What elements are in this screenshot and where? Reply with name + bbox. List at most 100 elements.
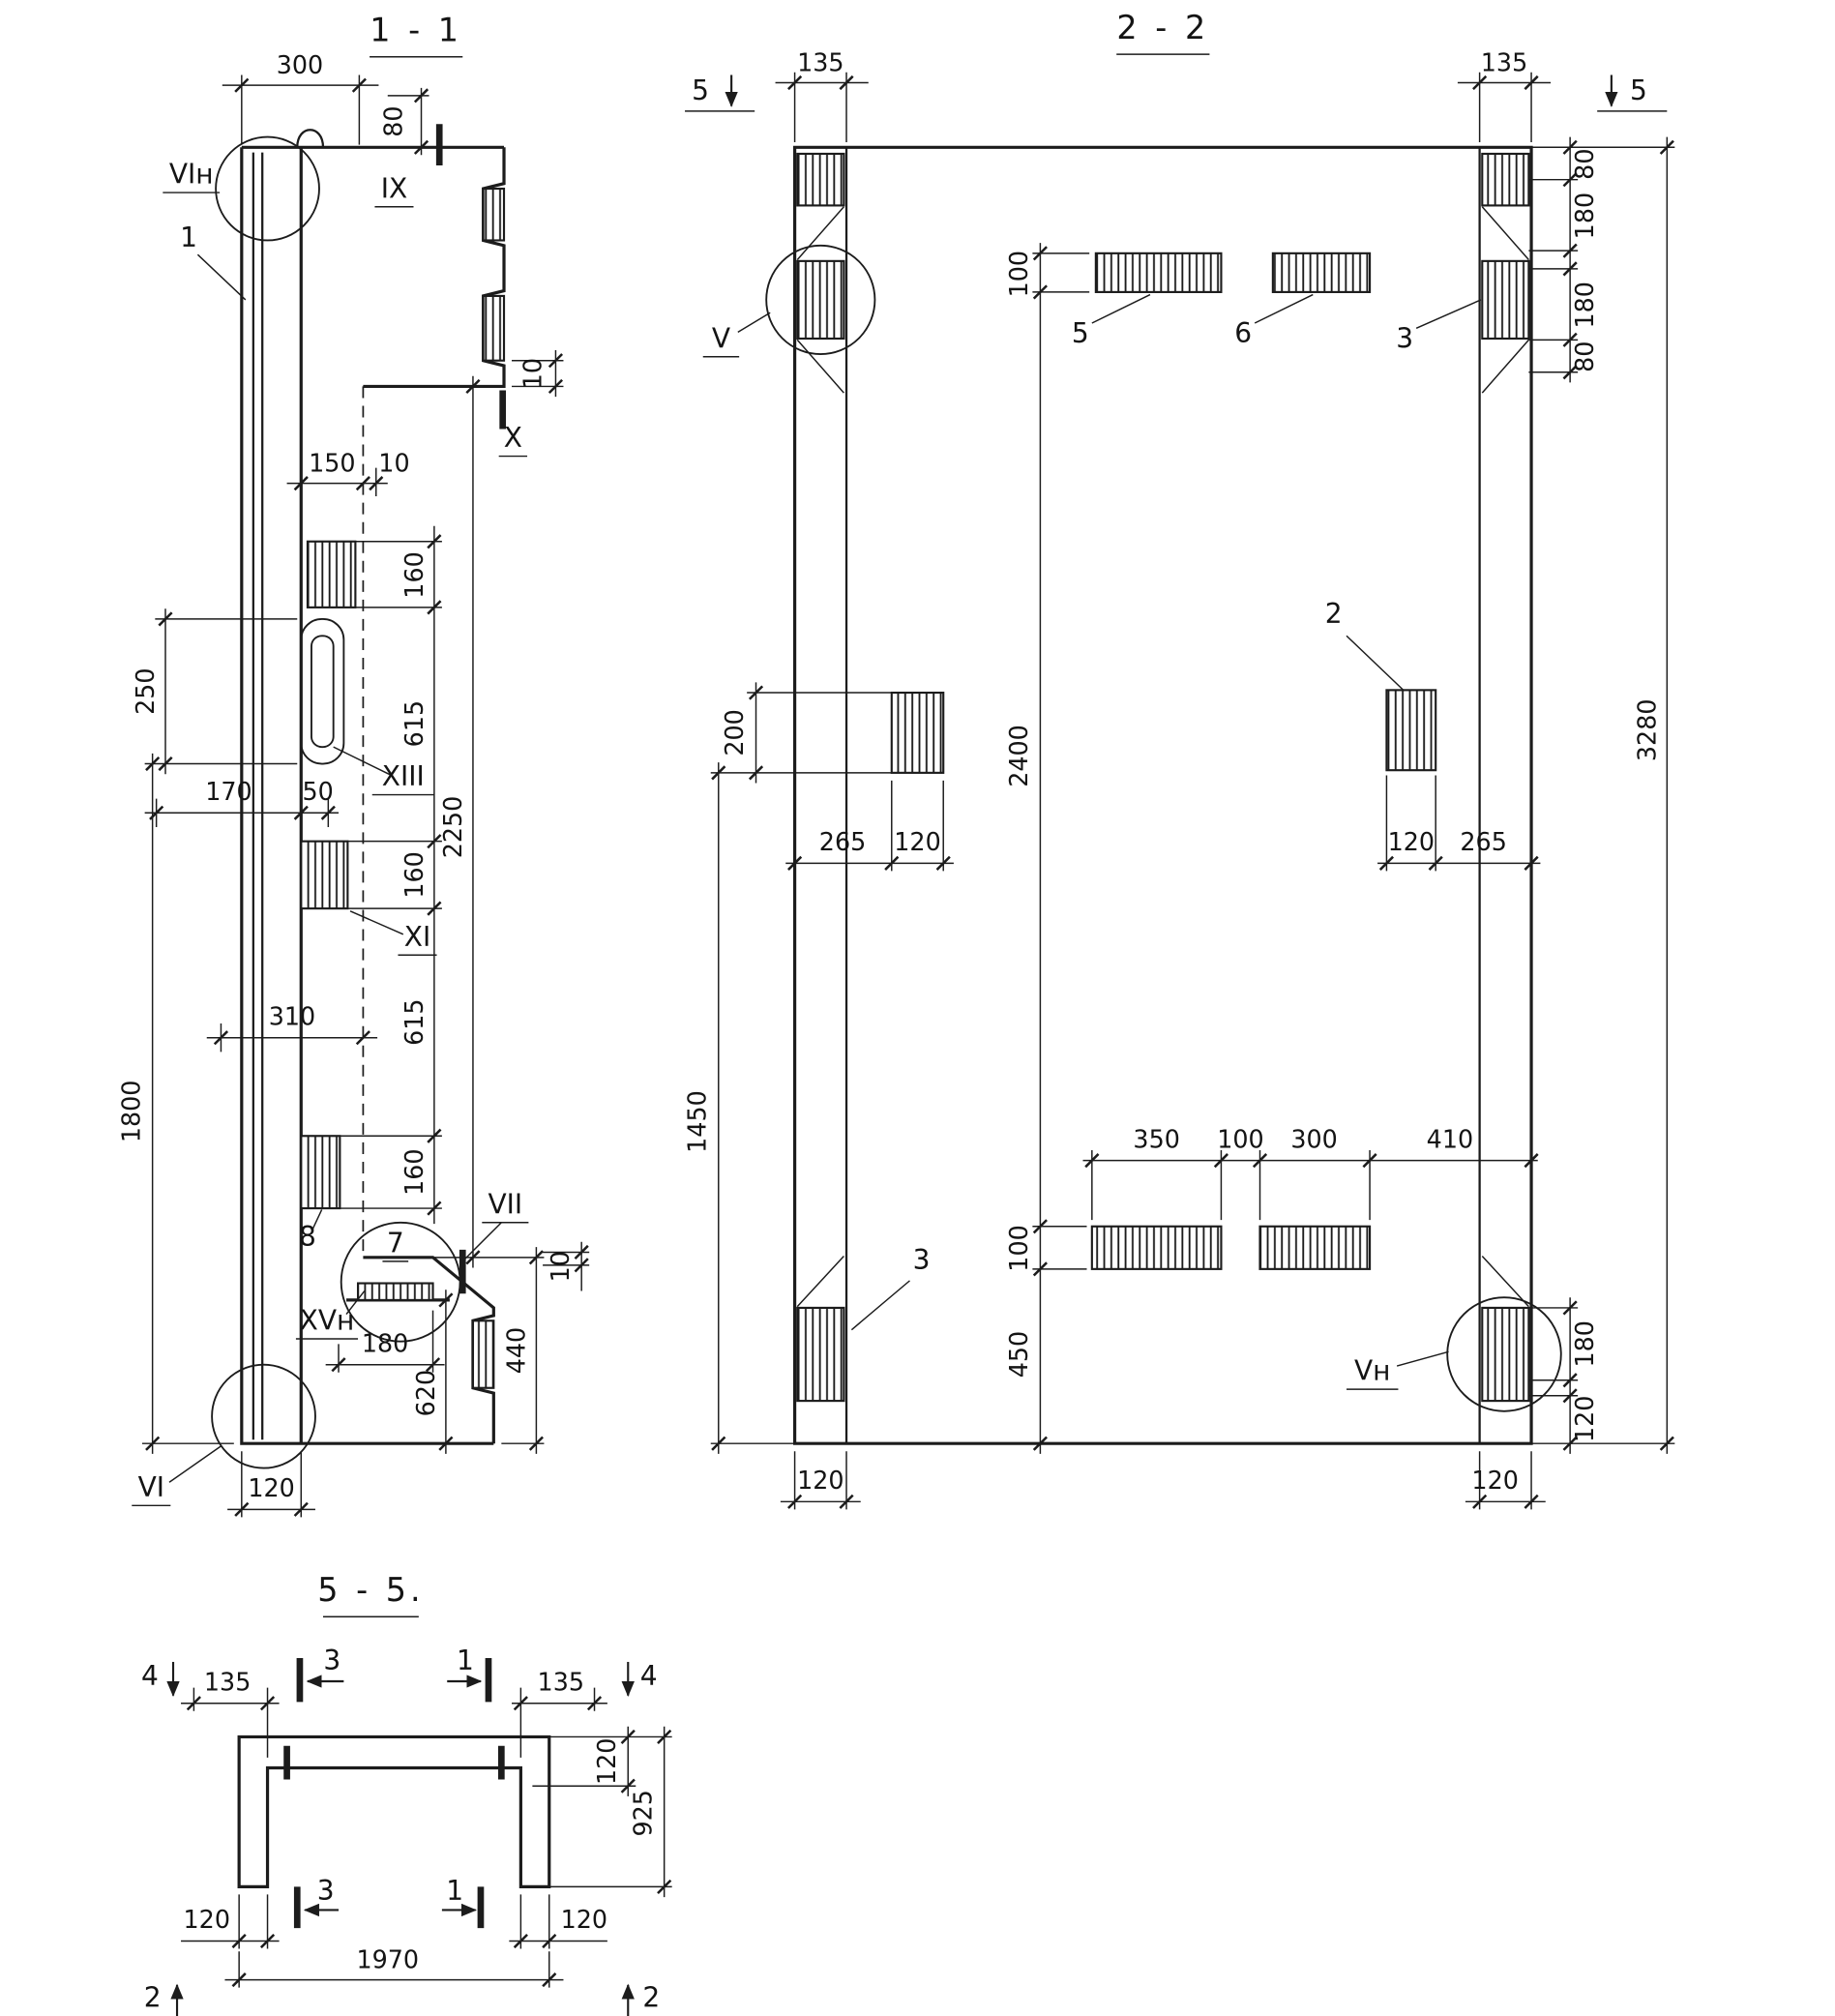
s22-dim-1450: 1450 [682, 1090, 711, 1153]
s11-dim-440: 440 [501, 1327, 530, 1374]
s11-key-hatch-top2 [482, 294, 506, 362]
s22-plate-bottom-left [1090, 1225, 1223, 1270]
s55-dim-120-top: 120 [592, 1738, 621, 1785]
s11-dim-50: 50 [302, 777, 333, 806]
s11-label-part1: 1 [180, 222, 197, 253]
s11-label-vii: VII [488, 1188, 522, 1220]
s55-cut-marks [283, 1657, 505, 1929]
s22-right-rib-key-top1 [1481, 152, 1530, 207]
s11-dim-120: 120 [248, 1473, 294, 1502]
s22-dim-100-bottom: 100 [1004, 1225, 1033, 1271]
s22-rib-taper-lines [796, 206, 1529, 1308]
s22-label-part6: 6 [1234, 317, 1252, 349]
s11-label-vi-top: VIн [169, 159, 214, 191]
s22-dim-300: 300 [1290, 1124, 1337, 1153]
s22-dim-80-b: 80 [1570, 341, 1599, 372]
s11-slot-inner [311, 635, 335, 749]
s22-dim-265-right: 265 [1460, 827, 1506, 856]
s11-label-xi: XI [404, 921, 431, 953]
section-1-1-view: 1 - 1 300 80 10 150 10 160 615 160 615 1… [116, 12, 590, 1518]
s11-label-xv-bottom: XVн [300, 1305, 355, 1337]
s11-panel-outline [240, 145, 506, 1445]
s11-embed-block-b [300, 840, 349, 910]
s11-label-part8: 8 [299, 1221, 316, 1253]
s22-plate-5 [1094, 252, 1223, 293]
section-2-2-view: 2 - 2 5 5 135 135 80 180 180 80 3280 100… [682, 9, 1675, 1510]
s55-tick-marks [186, 1696, 672, 1988]
s11-dim-160-c: 160 [400, 1148, 429, 1195]
s11-label-xiii: XIII [382, 760, 425, 792]
s22-dim-120-bottom-right: 120 [1471, 1466, 1518, 1495]
s11-title: 1 - 1 [370, 12, 462, 49]
s22-mid-block-left [890, 691, 945, 774]
s11-dim-170: 170 [205, 777, 252, 806]
s22-rib-lines [844, 147, 1481, 1444]
s22-detail-circle-v [765, 244, 876, 355]
s11-tick-marks [145, 77, 589, 1517]
s22-dim-450: 450 [1004, 1331, 1033, 1378]
s22-plate-bottom-right [1258, 1225, 1372, 1270]
s11-dim-615-a: 615 [400, 700, 429, 747]
s11-detail-circle-top [215, 135, 320, 242]
s11-dim-150: 150 [309, 449, 355, 478]
s22-dim-180-a: 180 [1570, 193, 1599, 239]
section-5-5-view: 5 - 5. 4 4 3 1 3 1 2 2 135 135 120 925 1… [141, 1571, 672, 2016]
s55-cut2-right: 2 [642, 1982, 660, 2014]
s22-dim-120-d: 120 [1570, 1396, 1599, 1442]
s22-right-rib-key-top2 [1481, 259, 1530, 341]
s11-dim-160-a: 160 [400, 551, 429, 598]
s55-cut1-bottom: 1 [446, 1875, 463, 1907]
s11-leader-lines [168, 253, 502, 1483]
s11-label-x: X [504, 422, 522, 454]
s55-dim-135-left: 135 [204, 1667, 251, 1696]
s22-mid-block-right [1385, 689, 1437, 772]
s11-lifting-loop [296, 129, 325, 148]
s55-channel-outline [237, 1734, 551, 1889]
s22-tick-marks [711, 74, 1674, 1509]
s22-title: 2 - 2 [1116, 9, 1209, 46]
s22-dim-120-bottom-left: 120 [797, 1466, 844, 1495]
s22-dim-100-top: 100 [1004, 251, 1033, 297]
s11-dim-250: 250 [131, 667, 160, 714]
s11-dim-10-step: 10 [546, 1251, 575, 1282]
s22-dim-80-top: 80 [1570, 149, 1599, 180]
s11-label-part7: 7 [387, 1227, 404, 1259]
s22-dimension-lines [710, 72, 1675, 1510]
s22-dim-120-right: 120 [1388, 827, 1435, 856]
s11-wall-inner-lines [252, 152, 264, 1440]
s55-cut4-right: 4 [640, 1660, 658, 1692]
s11-dim-300: 300 [277, 50, 323, 79]
s22-label-part3-top: 3 [1396, 322, 1413, 354]
s22-label-v: V [712, 322, 730, 354]
s22-label-part3-bottom: 3 [913, 1244, 931, 1276]
s22-dim-2400: 2400 [1004, 725, 1033, 787]
s22-underlines [685, 53, 1668, 1390]
s22-dim-265-left: 265 [819, 827, 866, 856]
s11-dim-10-flange: 10 [518, 358, 548, 389]
s11-slot-outer [300, 617, 345, 765]
s22-left-rib-key-top1 [796, 152, 845, 207]
s11-dim-2250: 2250 [438, 796, 467, 859]
s22-cut5-left: 5 [692, 74, 709, 106]
s22-leader-lines [737, 293, 1482, 1367]
s55-dim-120-leg-left: 120 [184, 1905, 230, 1934]
s55-cut2-left: 2 [144, 1982, 162, 2014]
s22-dim-350: 350 [1133, 1124, 1179, 1153]
s55-cut3-top: 3 [323, 1645, 340, 1676]
s55-cut4-left: 4 [141, 1660, 159, 1692]
s55-dim-925: 925 [628, 1790, 657, 1836]
s11-dim-310: 310 [269, 1001, 315, 1030]
s11-key-hatch-top1 [482, 187, 506, 242]
s22-dim-410: 410 [1427, 1124, 1473, 1153]
s11-dim-180: 180 [362, 1328, 408, 1357]
s22-dim-120-left: 120 [894, 827, 940, 856]
s55-dim-120-leg-right: 120 [561, 1905, 607, 1934]
s11-key-hatch-bottom [471, 1319, 495, 1389]
s11-embed-block-a [306, 540, 357, 608]
s11-embed-block-c [300, 1135, 341, 1210]
s22-dim-180-b: 180 [1570, 282, 1599, 328]
s22-detail-circle-vn [1446, 1296, 1562, 1412]
s55-dimension-lines [181, 1687, 672, 1988]
s11-label-ix: IX [381, 172, 408, 204]
